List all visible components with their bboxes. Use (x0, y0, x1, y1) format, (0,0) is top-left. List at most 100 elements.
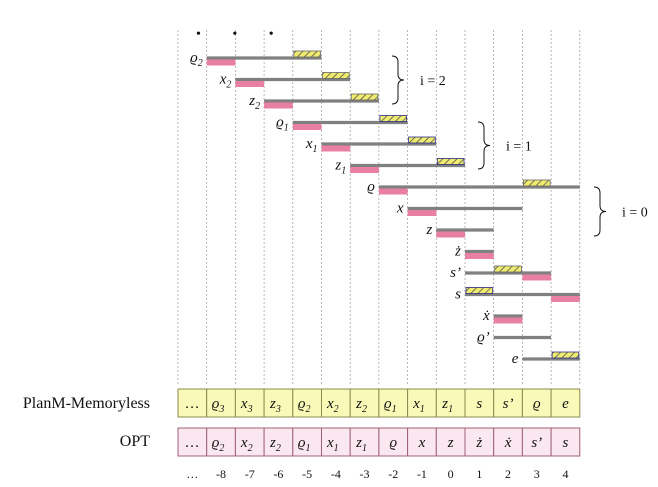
opt-cell: s’ (521, 427, 552, 457)
brace-label: i = 2 (420, 74, 446, 89)
opt-cell: ẋ (493, 427, 523, 457)
cell-text: x1 (412, 396, 425, 415)
pink-block (292, 124, 322, 130)
cell-box (435, 388, 466, 418)
pink-block (493, 317, 523, 324)
row-label: ϱ2 (190, 50, 203, 69)
interval-row: z1 (334, 158, 465, 177)
pink-block (436, 231, 465, 238)
pink-block (378, 188, 408, 195)
hatched-block (494, 265, 522, 273)
brace-i1: i = 1 (477, 121, 532, 170)
dots-text: • • • (196, 27, 288, 42)
cell-text: s’ (531, 435, 542, 451)
axis-tick-label: -7 (245, 467, 255, 481)
opt-cell: x1 (321, 427, 351, 457)
axis-tick-label: 0 (448, 467, 454, 481)
cell-box (292, 427, 322, 457)
axis-tick-label: -3 (360, 467, 370, 481)
plan-cell: ϱ2 (292, 388, 322, 418)
cell-text: ẋ (504, 435, 512, 451)
cell-box (234, 427, 265, 457)
brace-i0: i = 0 (593, 186, 648, 237)
pink-block (321, 145, 351, 152)
plan-cell: x2 (321, 388, 351, 418)
cell-text: x1 (326, 435, 339, 454)
brace-label: i = 1 (506, 140, 532, 155)
cell-text: x2 (326, 396, 339, 415)
cell-box (263, 427, 294, 457)
interval-row: ẋ (482, 308, 523, 324)
row-label: z (425, 222, 432, 238)
interval-row: ϱ (367, 179, 580, 195)
cell-box (292, 388, 322, 418)
cell-text: e (562, 396, 569, 412)
axis-tick-label: -6 (273, 467, 283, 481)
cell-text: z1 (355, 435, 367, 454)
hatched-block (350, 93, 379, 101)
hatched-block (408, 136, 436, 144)
cell-box (177, 388, 208, 418)
cell-text: z (447, 435, 454, 451)
interval-row: ϱ1 (276, 115, 408, 134)
row-label: z1 (334, 158, 346, 177)
brace-path (593, 186, 607, 237)
opt-cell: z2 (263, 427, 294, 457)
plan-cell: e (550, 388, 581, 418)
row-label: x (396, 201, 404, 217)
cell-box (378, 427, 409, 457)
interval-row: ϱ2 (190, 50, 322, 69)
interval-row: x (396, 201, 523, 217)
axis-tick-label: -1 (417, 467, 427, 481)
cell-text: ż (475, 435, 482, 451)
hatched-block (551, 351, 580, 359)
row-label: ϱ1 (276, 115, 289, 134)
plan-cell: ϱ3 (206, 388, 236, 418)
opt-cell: z (435, 427, 466, 457)
pink-block (522, 274, 552, 281)
opt-cell: ϱ (378, 427, 409, 457)
plan-cell: s (464, 388, 495, 418)
brace-i2: i = 2 (391, 55, 446, 105)
row-label: z2 (248, 93, 260, 112)
interval-row: s’ (450, 265, 552, 281)
plan-cell: ϱ1 (378, 388, 409, 418)
interval-row: x1 (305, 136, 437, 155)
row-label: x1 (305, 136, 318, 155)
cell-box (407, 388, 437, 418)
cell-text: x (418, 435, 426, 451)
hatched-block (379, 115, 407, 122)
axis-tick-label: 2 (505, 467, 511, 481)
interval-row: z2 (248, 93, 379, 112)
cell-text: ϱ (389, 435, 397, 451)
cell-box (349, 427, 380, 457)
cell-text: ϱ1 (384, 396, 397, 415)
pink-block (206, 59, 236, 66)
cell-text: s (476, 396, 482, 412)
interval-row: ϱ’ (477, 330, 552, 346)
cell-box (234, 388, 265, 418)
cell-text: x3 (240, 396, 253, 415)
cell-text: ϱ2 (212, 435, 225, 454)
interval-row: ż (454, 244, 494, 260)
hatched-block (293, 50, 321, 58)
pink-block (264, 102, 293, 109)
plan-cell: … (177, 388, 208, 418)
axis-tick-label: -4 (331, 467, 341, 481)
cell-text: … (186, 396, 199, 412)
opt-cell: ż (464, 427, 495, 457)
axis-tick-label: … (186, 467, 198, 481)
axis-tick-label: 3 (534, 467, 540, 481)
hatched-block (523, 179, 551, 187)
opt-cell: x2 (234, 427, 265, 457)
cell-box (550, 388, 581, 418)
axis-tick-label: -5 (302, 467, 312, 481)
opt-row-label: OPT (120, 433, 150, 450)
plan-cell: x1 (407, 388, 437, 418)
cell-text: z1 (441, 396, 453, 415)
plan-cell: z1 (435, 388, 466, 418)
cell-text: ϱ1 (298, 435, 311, 454)
cell-text: z2 (269, 435, 281, 454)
